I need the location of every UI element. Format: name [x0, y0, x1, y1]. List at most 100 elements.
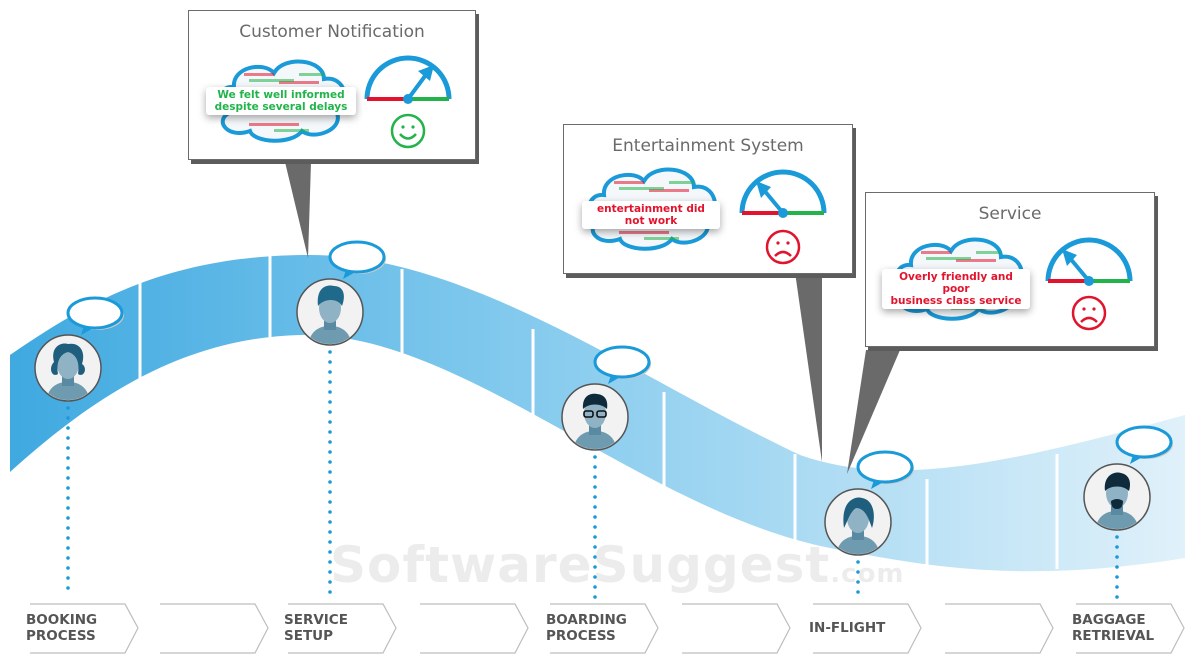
connector-dot: [593, 595, 597, 599]
card-pointer-entertainment-system: [795, 272, 822, 462]
connector-dot: [328, 510, 332, 514]
persona-avatar-icon: [296, 278, 364, 346]
connector-dot: [1115, 555, 1119, 559]
connector-dot: [328, 420, 332, 424]
speech-bubble-icon[interactable]: [66, 296, 124, 335]
connector-dot: [328, 390, 332, 394]
smile-icon: [390, 113, 426, 149]
stage-chevron: [420, 603, 529, 654]
connector-dot: [66, 426, 70, 430]
quote-line-2: not work: [624, 215, 678, 227]
quote-line-2: despite several delays: [214, 101, 348, 113]
connector-dot: [66, 496, 70, 500]
connector-dot: [328, 560, 332, 564]
stage-chevron: [288, 603, 397, 654]
connector-dot: [328, 470, 332, 474]
connector-dot: [328, 580, 332, 584]
feedback-quote: Overly friendly and poor business class …: [882, 269, 1030, 309]
feedback-quote: We felt well informed despite several de…: [206, 87, 356, 115]
speech-bubble-icon[interactable]: [593, 345, 651, 384]
connector-dot: [66, 456, 70, 460]
watermark-text: SoftwareSuggest: [330, 536, 831, 594]
connector-dot: [66, 486, 70, 490]
quote-line-1: We felt well informed: [217, 89, 345, 101]
connector-dot: [328, 360, 332, 364]
connector-dot: [593, 475, 597, 479]
stage-label-line-2: SETUP: [284, 628, 334, 644]
connector-dot: [328, 450, 332, 454]
connector-dot: [328, 540, 332, 544]
connector-dot: [328, 590, 332, 594]
feedback-card-service[interactable]: Service Overly frien: [865, 192, 1155, 347]
stage-chevron: [945, 603, 1054, 654]
connector-dot: [328, 430, 332, 434]
card-title: Entertainment System: [612, 136, 804, 156]
connector-dot: [66, 436, 70, 440]
connector-dot: [593, 465, 597, 469]
feedback-card-entertainment-system[interactable]: Entertainment System: [563, 124, 853, 274]
watermark: SoftwareSuggest.com: [330, 536, 905, 594]
persona-man-quiff[interactable]: [296, 240, 386, 346]
stage-label: IN-FLIGHT: [809, 620, 885, 636]
quote-line-2: business class service: [890, 295, 1022, 307]
stage-chevron: [550, 603, 659, 654]
stage-label-line-1: BOARDING: [546, 612, 627, 628]
stage-chevron: [30, 603, 139, 654]
stage-label-line-1: BAGGAGE: [1072, 612, 1146, 628]
connector-dot: [593, 535, 597, 539]
sentiment-gauge-icon: [364, 55, 452, 104]
feedback-quote: entertainment did not work: [582, 201, 720, 229]
connector-dot: [1115, 535, 1119, 539]
connector-dot: [856, 560, 860, 564]
card-title: Customer Notification: [239, 22, 425, 42]
connector-dot: [856, 580, 860, 584]
card-graphics: [217, 55, 452, 149]
stage-chevron: [1076, 603, 1185, 654]
card-title: Service: [978, 204, 1042, 224]
persona-man-glasses[interactable]: [561, 345, 651, 451]
connector-dot: [328, 400, 332, 404]
persona-woman-bob[interactable]: [824, 450, 914, 556]
connector-dot: [593, 455, 597, 459]
connector-dot: [1115, 575, 1119, 579]
stage-label-line-2: RETRIEVAL: [1072, 628, 1155, 644]
connector-dot: [66, 546, 70, 550]
persona-woman-curly-hair[interactable]: [34, 296, 124, 402]
persona-avatar-icon: [1083, 463, 1151, 531]
card-pointer-service: [847, 350, 900, 474]
connector-dot: [1115, 545, 1119, 549]
persona-man-beard[interactable]: [1083, 425, 1173, 531]
connector-dot: [328, 480, 332, 484]
stage-chevron: [813, 603, 922, 654]
speech-bubble-icon[interactable]: [328, 240, 386, 279]
connector-dot: [66, 556, 70, 560]
persona-avatar-icon: [824, 488, 892, 556]
connector-dot: [66, 446, 70, 450]
connector-dot: [856, 590, 860, 594]
speech-bubble-icon[interactable]: [856, 450, 914, 489]
connector-dot: [328, 530, 332, 534]
persona-connectors: [66, 350, 1119, 599]
connector-dot: [593, 575, 597, 579]
connector-dot: [328, 380, 332, 384]
connector-dot: [328, 570, 332, 574]
speech-bubble-icon[interactable]: [1115, 425, 1173, 464]
connector-dot: [66, 576, 70, 580]
feedback-card-customer-notification[interactable]: Customer Notification: [188, 10, 476, 160]
stage-label-line-2: PROCESS: [26, 628, 96, 644]
connector-dot: [66, 586, 70, 590]
connector-dot: [593, 525, 597, 529]
persona-avatar-icon: [561, 383, 629, 451]
connector-dot: [856, 570, 860, 574]
stage-label-line-1: SERVICE: [284, 612, 348, 628]
stage-label-line-2: PROCESS: [546, 628, 616, 644]
connector-dot: [1115, 565, 1119, 569]
connector-dot: [328, 520, 332, 524]
band-segment-dividers: [138, 255, 1059, 569]
